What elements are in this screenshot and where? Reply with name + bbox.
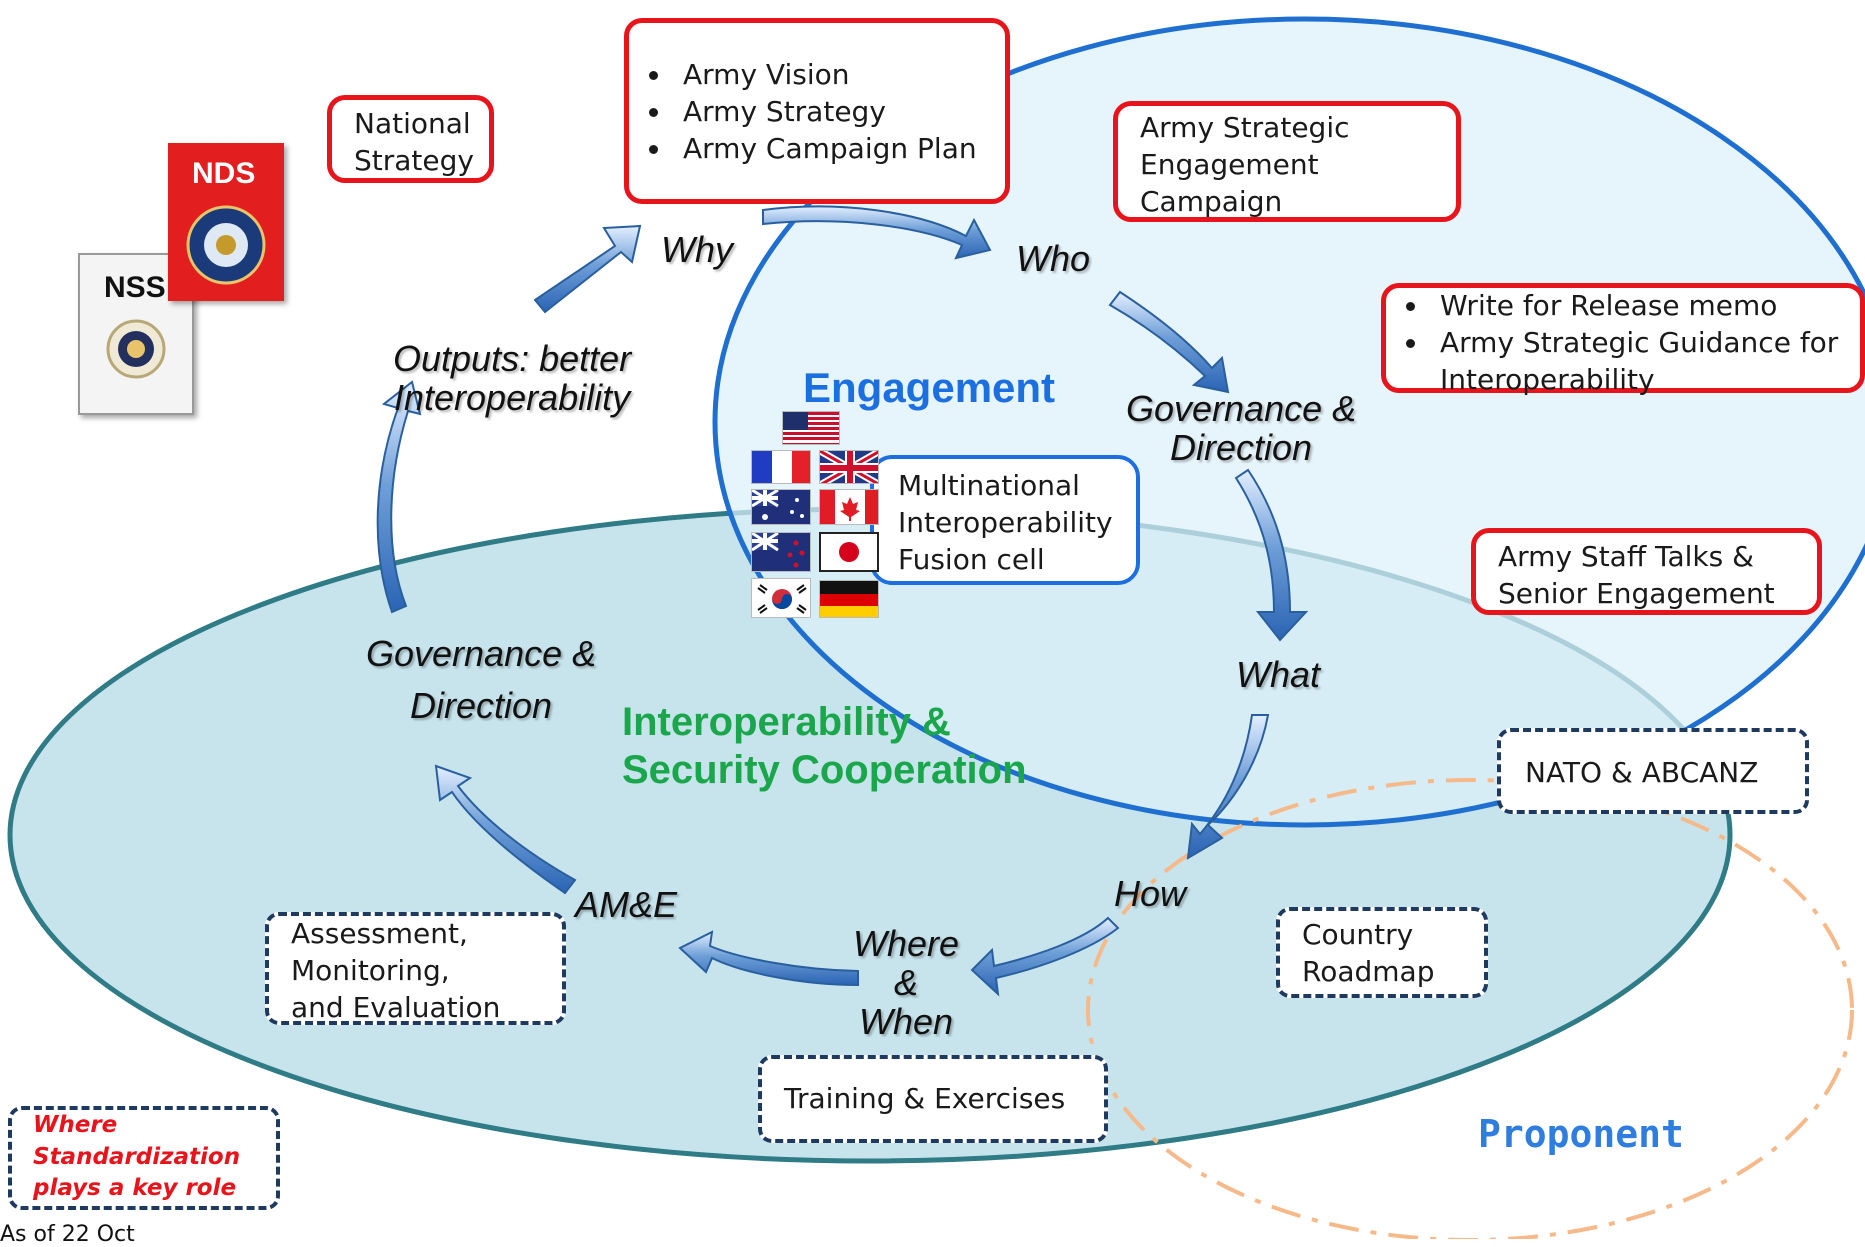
proponent-ellipse bbox=[1086, 778, 1854, 1239]
fusion-cell-box: Multinational Interoperability Fusion ce… bbox=[870, 455, 1140, 585]
canada-flag bbox=[819, 489, 879, 525]
nss-title: NSS bbox=[104, 271, 166, 304]
germany-flag bbox=[819, 580, 879, 618]
release-memo-item: Write for Release memo bbox=[1430, 288, 1854, 325]
new-zealand-flag bbox=[751, 532, 811, 572]
arrow-how-to-where bbox=[970, 916, 1120, 997]
army-campaign-plan-item: Army Campaign Plan bbox=[673, 131, 995, 168]
army-strategy-item: Army Strategy bbox=[673, 94, 995, 131]
cycle-label-why: Why bbox=[661, 229, 733, 270]
arrow-outputs-to-why bbox=[533, 224, 642, 314]
engagement-title: Engagement bbox=[803, 364, 1056, 411]
arrow-why-to-who bbox=[762, 205, 992, 260]
cycle-label-who: Who bbox=[1016, 238, 1091, 279]
cycle-label-how: How bbox=[1114, 873, 1187, 914]
france-flag bbox=[751, 450, 811, 484]
japan-flag bbox=[819, 532, 879, 572]
australia-flag bbox=[751, 489, 811, 525]
cycle-label-where-when: Where & When bbox=[853, 923, 960, 1042]
strategic-guidance-item: Army Strategic Guidance for Interoperabi… bbox=[1430, 325, 1854, 399]
presidential-seal-icon bbox=[106, 319, 166, 379]
training-exercises-box: Training & Exercises bbox=[758, 1055, 1108, 1143]
nds-document: NDS bbox=[168, 143, 284, 301]
united-kingdom-flag bbox=[819, 450, 879, 484]
arrow-ame-to-gov-left bbox=[434, 764, 577, 895]
army-strategic-engagement-box: Army Strategic Engagement Campaign bbox=[1113, 101, 1461, 222]
assessment-box: Assessment, Monitoring, and Evaluation bbox=[265, 912, 566, 1025]
cycle-label-ame: AM&E bbox=[575, 884, 678, 925]
engagement-ellipse bbox=[712, 16, 1865, 828]
standardization-key-box bbox=[8, 1106, 280, 1210]
release-memo-box: Write for Release memo Army Strategic Gu… bbox=[1381, 283, 1865, 396]
arrow-gov-right-to-what bbox=[1234, 468, 1309, 642]
army-staff-talks-box: Army Staff Talks & Senior Engagement bbox=[1471, 528, 1822, 615]
arrow-where-to-ame bbox=[678, 930, 859, 987]
arrow-gov-left-to-outputs bbox=[376, 380, 422, 614]
cycle-label-governance-left: Governance & Direction bbox=[366, 633, 597, 727]
country-roadmap-box: Country Roadmap bbox=[1276, 907, 1488, 998]
south-korea-flag bbox=[751, 578, 811, 618]
proponent-label: Proponent bbox=[1478, 1112, 1684, 1156]
army-vision-box: Army Vision Army Strategy Army Campaign … bbox=[624, 18, 1010, 204]
standardization-note: Where Standardization plays a key role bbox=[33, 1112, 241, 1202]
nato-abcanz-box: NATO & ABCANZ bbox=[1497, 728, 1809, 814]
as-of-date: As of 22 Oct bbox=[0, 1222, 135, 1247]
arrow-what-to-how bbox=[1186, 714, 1270, 860]
defense-seal-icon bbox=[186, 205, 266, 285]
army-vision-item: Army Vision bbox=[673, 57, 995, 94]
arrow-who-to-gov-right bbox=[1108, 290, 1230, 394]
national-strategy-box: National Strategy bbox=[327, 95, 494, 183]
cycle-label-outputs: Outputs: better Interoperability bbox=[393, 338, 632, 418]
cycle-label-governance-right: Governance & Direction bbox=[1126, 388, 1357, 468]
nds-title: NDS bbox=[192, 157, 256, 190]
united-states-flag bbox=[782, 411, 840, 445]
cycle-arrows bbox=[376, 205, 1309, 997]
cycle-label-what: What bbox=[1236, 654, 1321, 695]
isc-title: Interoperability & Security Cooperation bbox=[622, 700, 1027, 792]
